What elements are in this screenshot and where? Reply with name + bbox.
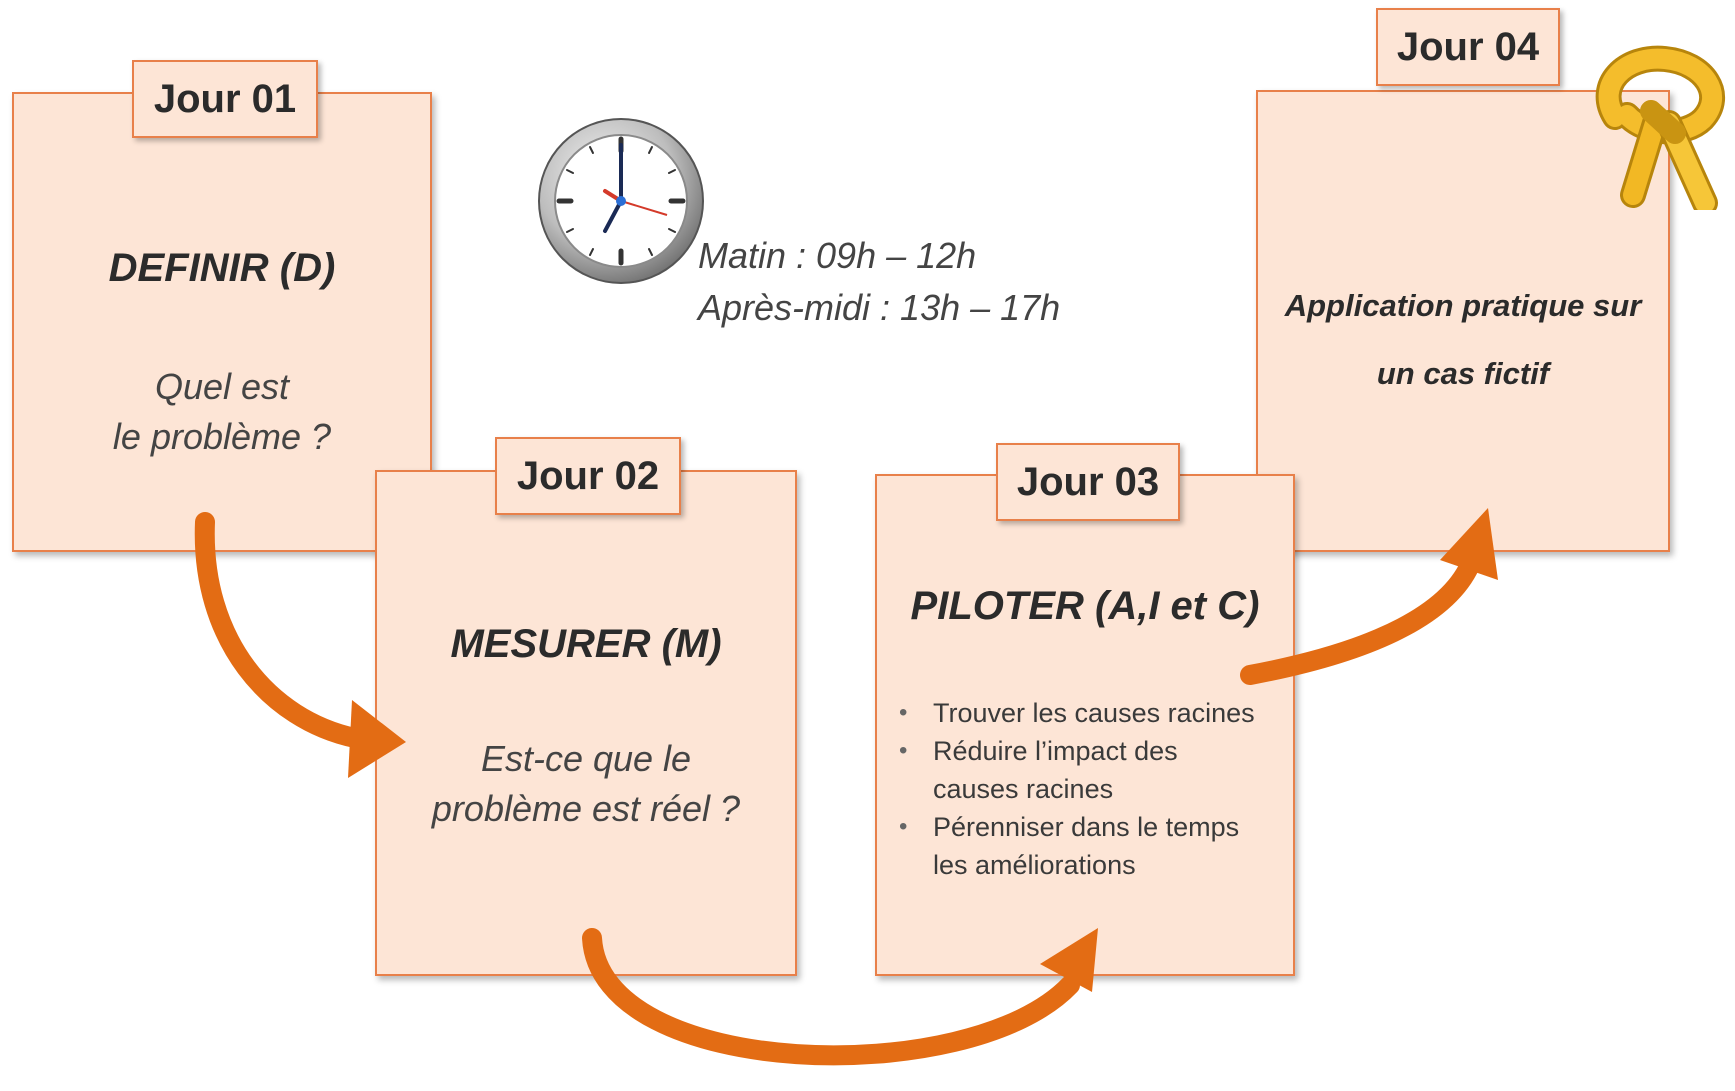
day2-card: MESURER (M) Est-ce que le problème est r… [375,470,797,976]
day1-question-line-2: le problème ? [112,416,332,457]
day4-title: Application pratique sur un cas fictif [1258,272,1668,408]
day3-bullet-2-line-2: causes racines [933,774,1114,804]
day4-card: Application pratique sur un cas fictif [1256,90,1670,552]
day2-question-line-1: Est-ce que le [480,738,692,779]
day2-question: Est-ce que le problème est réel ? [377,734,795,834]
belt-icon [1595,45,1726,210]
day1-question-line-1: Quel est [154,366,290,407]
schedule-morning: Matin : 09h – 12h [698,235,977,276]
day1-question: Quel est le problème ? [14,362,430,462]
day3-bullet-2: Réduire l’impact des causes racines [897,732,1283,808]
day3-tab: Jour 03 [996,443,1180,521]
day3-bullet-1-line-1: Trouver les causes racines [933,698,1255,728]
day3-bullet-2-line-1: Réduire l’impact des [933,736,1178,766]
day4-title-line-1: Application pratique sur [1284,288,1642,323]
day3-title: PILOTER (A,I et C) [910,584,1260,628]
day1-card: DEFINIR (D) Quel est le problème ? [12,92,432,552]
day2-question-line-2: problème est réel ? [431,788,741,829]
day2-title: MESURER (M) [450,622,722,666]
schedule-afternoon: Après-midi : 13h – 17h [698,287,1061,328]
clock-icon [538,118,704,284]
schedule: Matin : 09h – 12h Après-midi : 13h – 17h [698,230,1060,334]
day3-bullet-list: Trouver les causes racines Réduire l’imp… [897,694,1283,884]
day3-bullet-3-line-2: les améliorations [933,850,1136,880]
day3-bullet-1: Trouver les causes racines [897,694,1283,732]
day3-bullet-3-line-1: Pérenniser dans le temps [933,812,1240,842]
day3-bullet-3: Pérenniser dans le temps les amélioratio… [897,808,1283,884]
day1-tab: Jour 01 [132,60,318,138]
day4-tab: Jour 04 [1376,8,1560,86]
day3-card: PILOTER (A,I et C) Trouver les causes ra… [875,474,1295,976]
day1-title: DEFINIR (D) [108,246,336,290]
day2-tab: Jour 02 [495,437,681,515]
day4-title-line-2: un cas fictif [1376,356,1550,391]
